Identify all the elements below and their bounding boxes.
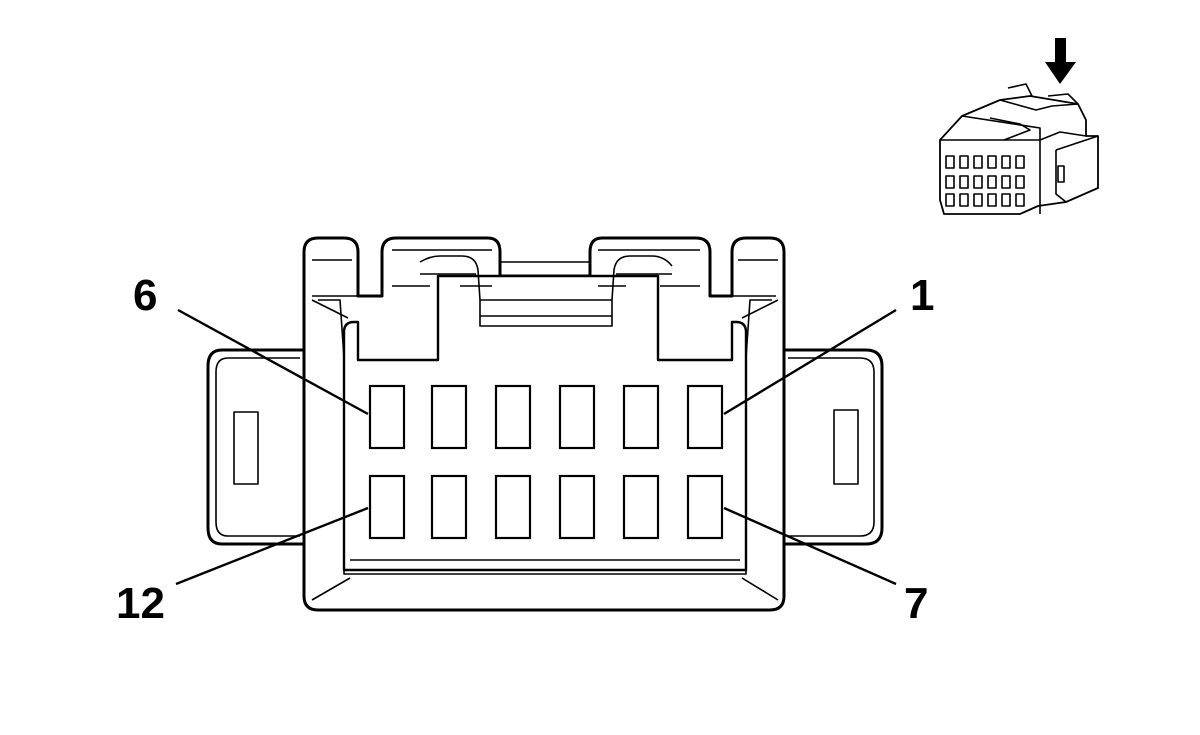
left-latch-slot	[233, 411, 259, 485]
cavity-pin-11	[430, 474, 468, 540]
connector-3d-thumbnail-icon	[939, 83, 1099, 215]
cavity-pin-8	[622, 474, 660, 540]
pin-label-6: 6	[133, 271, 157, 320]
cavity-pin-1	[686, 384, 724, 450]
leader-pin-6	[177, 308, 369, 416]
cavity-pin-10	[494, 474, 532, 540]
leader-pin-1	[723, 308, 897, 416]
leader-pin-12	[175, 506, 369, 586]
pin-label-12: 12	[116, 579, 165, 628]
cavity-row-top	[368, 384, 724, 450]
cavity-pin-9	[558, 474, 596, 540]
right-latch-slot	[833, 409, 859, 485]
view-direction-arrow-icon	[1045, 38, 1076, 84]
cavity-pin-4	[494, 384, 532, 450]
cavity-pin-5	[430, 384, 468, 450]
pin-label-7: 7	[904, 579, 928, 628]
pin-label-1: 1	[910, 271, 934, 320]
cavity-pin-12	[368, 474, 406, 540]
leader-pin-7	[723, 506, 897, 586]
cavity-pin-6	[368, 384, 406, 450]
cavity-pin-3	[558, 384, 596, 450]
cavity-pin-7	[686, 474, 724, 540]
cavity-pin-2	[622, 384, 660, 450]
cavity-row-bottom	[368, 474, 724, 540]
connector-body	[206, 236, 884, 612]
